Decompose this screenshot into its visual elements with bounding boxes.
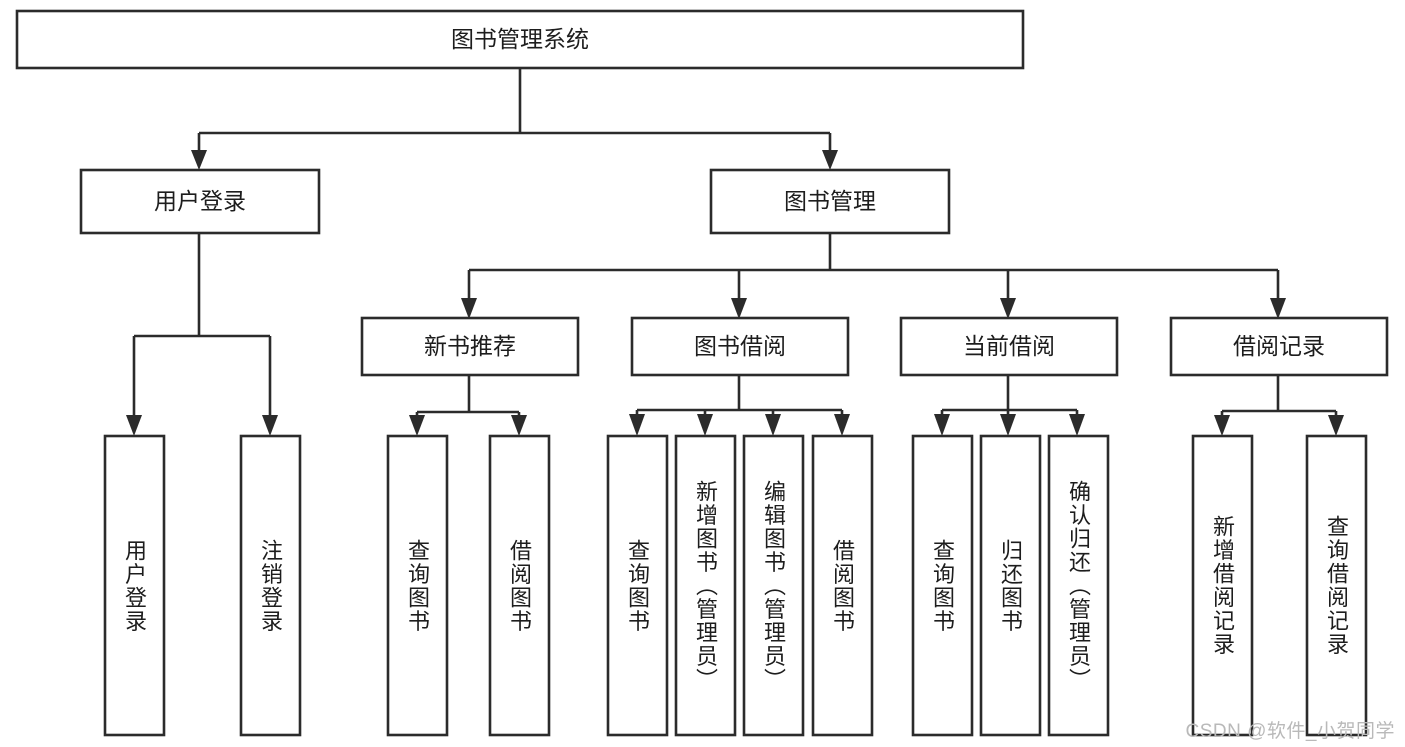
node-user-login-box[interactable] <box>79 168 321 235</box>
leaf-node-confirm-return-label: 确认归还（管理员） <box>1066 479 1092 692</box>
leaf-node-confirm-return[interactable]: 确认归还（管理员） <box>1047 434 1110 737</box>
node-current-borrow-label: 当前借阅 <box>963 333 1055 359</box>
node-root-box[interactable] <box>15 9 1025 70</box>
connector-layer <box>126 68 1344 436</box>
arrow-head-bookmgmt-child-4 <box>1270 298 1286 319</box>
arrow-head-bookmgmt-child-3 <box>1000 298 1016 319</box>
leaf-node-query-borrow-record-text-area: 查询借阅记录 <box>1324 515 1350 656</box>
leaf-node-add-borrow-record-label: 新增借阅记录 <box>1210 515 1236 656</box>
arrow-head-borrow-leaf-2 <box>697 414 713 436</box>
node-borrow-record-label: 借阅记录 <box>1233 333 1325 359</box>
leaf-node-query-book-3-box[interactable] <box>911 434 974 737</box>
leaf-node-borrow-book-1-box[interactable] <box>488 434 551 737</box>
leaf-node-edit-book-text-area: 编辑图书（管理员） <box>761 479 787 692</box>
arrow-head-root-to-login <box>191 150 207 170</box>
leaf-node-edit-book[interactable]: 编辑图书（管理员） <box>742 434 805 737</box>
leaf-node-confirm-return-box[interactable] <box>1047 434 1110 737</box>
leaf-node-return-book-label: 归还图书 <box>998 538 1024 633</box>
node-new-book-recommend-label: 新书推荐 <box>424 333 516 359</box>
node-book-borrow[interactable]: 图书借阅 <box>630 316 850 377</box>
node-current-borrow[interactable]: 当前借阅 <box>899 316 1119 377</box>
leaf-node-logout[interactable]: 注销登录 <box>239 434 302 737</box>
arrow-head-borrow-leaf-3 <box>765 414 781 436</box>
node-borrow-record-box[interactable] <box>1169 316 1389 377</box>
node-new-book-recommend-box[interactable] <box>360 316 580 377</box>
leaf-node-user-login-label: 用户登录 <box>122 538 148 633</box>
arrow-head-login-leaf-2 <box>262 415 278 436</box>
leaf-node-logout-label: 注销登录 <box>258 538 284 633</box>
leaf-node-query-borrow-record-label: 查询借阅记录 <box>1324 515 1350 656</box>
leaf-node-edit-book-label: 编辑图书（管理员） <box>761 479 787 692</box>
leaf-node-query-book-3-label: 查询图书 <box>930 538 956 633</box>
node-book-management[interactable]: 图书管理 <box>709 168 951 235</box>
leaf-node-query-book-2-text-area: 查询图书 <box>625 538 651 633</box>
leaf-node-query-book-1[interactable]: 查询图书 <box>386 434 449 737</box>
leaf-node-query-book-1-label: 查询图书 <box>405 538 431 633</box>
leaf-node-user-login-text-area: 用户登录 <box>122 538 148 633</box>
leaf-node-add-book[interactable]: 新增图书（管理员） <box>674 434 737 737</box>
node-current-borrow-box[interactable] <box>899 316 1119 377</box>
node-book-borrow-box[interactable] <box>630 316 850 377</box>
leaf-node-logout-box[interactable] <box>239 434 302 737</box>
arrow-head-record-leaf-2 <box>1328 415 1344 436</box>
leaf-node-query-book-1-text-area: 查询图书 <box>405 538 431 633</box>
leaf-node-return-book-box[interactable] <box>979 434 1042 737</box>
node-book-management-label: 图书管理 <box>784 188 876 214</box>
arrow-head-borrow-leaf-4 <box>834 414 850 436</box>
arrow-head-current-leaf-2 <box>1000 414 1016 436</box>
leaf-node-user-login-box[interactable] <box>103 434 166 737</box>
leaf-node-query-book-3[interactable]: 查询图书 <box>911 434 974 737</box>
leaf-node-query-book-1-box[interactable] <box>386 434 449 737</box>
leaf-node-borrow-book-2[interactable]: 借阅图书 <box>811 434 874 737</box>
node-root[interactable]: 图书管理系统 <box>15 9 1025 70</box>
arrow-head-record-leaf-1 <box>1214 415 1230 436</box>
leaf-node-add-borrow-record[interactable]: 新增借阅记录 <box>1191 434 1254 737</box>
leaf-node-edit-book-box[interactable] <box>742 434 805 737</box>
leaf-node-add-borrow-record-text-area: 新增借阅记录 <box>1210 515 1236 656</box>
leaf-node-borrow-book-2-label: 借阅图书 <box>830 538 856 633</box>
leaf-node-borrow-book-1[interactable]: 借阅图书 <box>488 434 551 737</box>
leaf-node-query-borrow-record-box[interactable] <box>1305 434 1368 737</box>
arrow-head-newbook-leaf-2 <box>511 415 527 436</box>
arrow-head-borrow-leaf-1 <box>629 414 645 436</box>
leaf-node-return-book[interactable]: 归还图书 <box>979 434 1042 737</box>
node-user-login[interactable]: 用户登录 <box>79 168 321 235</box>
leaf-node-user-login[interactable]: 用户登录 <box>103 434 166 737</box>
leaf-node-add-book-label: 新增图书（管理员） <box>693 479 719 692</box>
leaf-node-query-book-2-label: 查询图书 <box>625 538 651 633</box>
node-book-management-box[interactable] <box>709 168 951 235</box>
arrow-head-root-to-bookmgmt <box>822 150 838 170</box>
arrow-head-current-leaf-3 <box>1069 414 1085 436</box>
leaf-node-query-book-3-text-area: 查询图书 <box>930 538 956 633</box>
leaf-node-add-borrow-record-box[interactable] <box>1191 434 1254 737</box>
node-root-label: 图书管理系统 <box>451 26 589 52</box>
node-user-login-label: 用户登录 <box>154 188 246 214</box>
arrow-head-bookmgmt-child-2 <box>731 298 747 319</box>
node-borrow-record[interactable]: 借阅记录 <box>1169 316 1389 377</box>
node-new-book-recommend[interactable]: 新书推荐 <box>360 316 580 377</box>
leaf-node-add-book-text-area: 新增图书（管理员） <box>693 479 719 692</box>
leaf-node-borrow-book-2-box[interactable] <box>811 434 874 737</box>
leaf-node-logout-text-area: 注销登录 <box>258 538 284 633</box>
leaf-node-borrow-book-1-text-area: 借阅图书 <box>507 538 533 633</box>
node-book-borrow-label: 图书借阅 <box>694 333 786 359</box>
leaf-node-return-book-text-area: 归还图书 <box>998 538 1024 633</box>
arrow-head-newbook-leaf-1 <box>409 415 425 436</box>
arrow-head-current-leaf-1 <box>934 414 950 436</box>
leaf-node-borrow-book-2-text-area: 借阅图书 <box>830 538 856 633</box>
arrow-head-bookmgmt-child-1 <box>461 298 477 319</box>
leaf-node-borrow-book-1-label: 借阅图书 <box>507 538 533 633</box>
leaf-node-query-book-2-box[interactable] <box>606 434 669 737</box>
leaf-node-confirm-return-text-area: 确认归还（管理员） <box>1066 479 1092 692</box>
leaf-node-query-book-2[interactable]: 查询图书 <box>606 434 669 737</box>
leaf-node-add-book-box[interactable] <box>674 434 737 737</box>
leaf-node-query-borrow-record[interactable]: 查询借阅记录 <box>1305 434 1368 737</box>
arrow-head-login-leaf-1 <box>126 415 142 436</box>
